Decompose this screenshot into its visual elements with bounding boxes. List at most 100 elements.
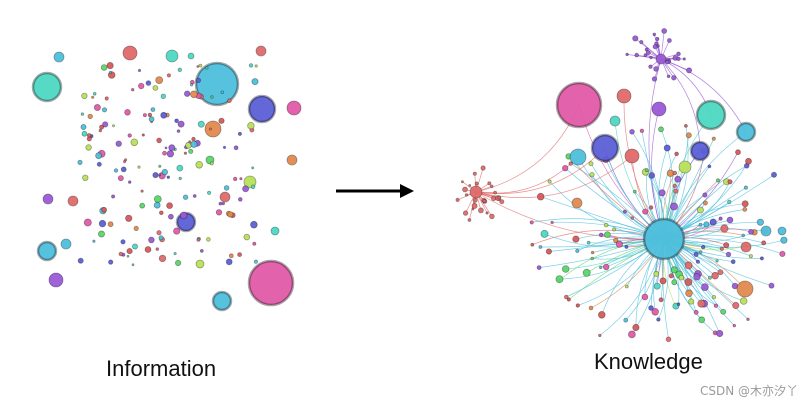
info-dot — [86, 133, 92, 138]
knowledge-dot — [732, 301, 740, 310]
knowledge-node — [624, 148, 640, 164]
info-dot — [190, 140, 198, 148]
knowledge-dot — [649, 55, 653, 60]
knowledge-dot — [480, 165, 486, 171]
knowledge-dot — [653, 66, 659, 72]
knowledge-dot — [462, 210, 469, 216]
info-dot — [144, 246, 152, 253]
info-dot — [166, 73, 171, 78]
knowledge-dot — [471, 207, 475, 211]
knowledge-edges — [457, 30, 784, 340]
knowledge-dot — [653, 282, 661, 290]
info-dot — [179, 211, 188, 220]
knowledge-dot — [768, 282, 775, 289]
knowledge-node — [571, 197, 583, 209]
info-dot — [118, 251, 124, 257]
knowledge-dot — [652, 44, 658, 50]
knowledge-dot — [748, 254, 753, 259]
info-dot — [108, 259, 114, 265]
info-dot — [178, 176, 182, 181]
knowledge-dot — [718, 216, 723, 221]
knowledge-node — [655, 53, 667, 65]
information-scatter — [31, 45, 302, 312]
knowledge-dot — [648, 64, 653, 69]
knowledge-dot — [575, 248, 580, 253]
info-node — [42, 193, 54, 205]
info-dot — [153, 201, 161, 209]
knowledge-dot — [599, 265, 603, 270]
info-dot — [195, 161, 204, 169]
info-dot — [227, 98, 232, 103]
knowledge-dot — [536, 192, 545, 201]
info-dot — [120, 239, 126, 245]
info-dot — [218, 117, 225, 124]
info-dot — [137, 82, 145, 90]
info-dot — [218, 201, 223, 206]
knowledge-dot — [780, 236, 788, 244]
knowledge-dot — [684, 124, 688, 128]
knowledge-dot — [715, 259, 719, 263]
info-dot — [153, 195, 162, 204]
info-node — [255, 45, 267, 57]
knowledge-dot — [659, 277, 667, 285]
info-dot — [140, 189, 144, 193]
knowledge-dot — [672, 183, 677, 188]
knowledge-edge — [475, 156, 579, 194]
knowledge-dot — [625, 52, 629, 57]
info-dot — [98, 128, 102, 133]
info-dot — [145, 80, 152, 86]
knowledge-dot — [693, 251, 699, 257]
knowledge-dot — [711, 271, 719, 280]
info-node — [211, 290, 233, 312]
knowledge-dot — [713, 303, 719, 308]
knowledge-dot — [474, 181, 479, 186]
knowledge-dot — [695, 259, 701, 264]
info-dot — [147, 112, 153, 118]
info-dot — [166, 202, 174, 210]
knowledge-dot — [730, 259, 736, 265]
knowledge-dot — [538, 245, 543, 249]
knowledge-dot — [696, 206, 704, 214]
info-dot — [127, 133, 132, 138]
info-dot — [239, 177, 243, 181]
info-node — [219, 191, 231, 203]
information-label: Information — [106, 356, 217, 381]
knowledge-dot — [726, 216, 734, 224]
info-dot — [238, 197, 243, 202]
info-node — [48, 272, 64, 288]
info-dot — [247, 121, 255, 130]
info-dot — [142, 113, 147, 118]
info-dot — [155, 247, 160, 251]
info-dot — [242, 185, 250, 193]
knowledge-dot — [547, 179, 552, 184]
knowledge-dot — [707, 164, 712, 169]
info-dot — [205, 66, 209, 70]
info-dot — [155, 76, 164, 84]
knowledge-dot — [771, 171, 778, 178]
info-node — [60, 238, 72, 250]
knowledge-node — [735, 121, 757, 143]
info-dot — [112, 124, 116, 128]
knowledge-dot — [682, 57, 686, 61]
knowledge-edge — [660, 58, 701, 152]
info-dot — [113, 168, 119, 173]
info-dot — [127, 180, 132, 184]
knowledge-dot — [471, 202, 478, 209]
info-dot — [104, 96, 109, 101]
info-dot — [158, 235, 164, 241]
knowledge-dot — [720, 224, 729, 233]
knowledge-dot — [698, 250, 703, 255]
info-dot — [183, 151, 187, 155]
knowledge-dot — [467, 218, 472, 222]
info-dot — [206, 237, 211, 242]
knowledge-dot — [634, 52, 639, 58]
knowledge-dot — [670, 266, 678, 274]
info-dot — [141, 133, 145, 137]
info-dot — [148, 236, 155, 244]
knowledge-dot — [739, 297, 748, 305]
info-dot — [222, 145, 227, 149]
knowledge-dot — [482, 199, 487, 204]
knowledge-dot — [735, 149, 741, 156]
knowledge-dot — [741, 233, 745, 238]
info-dot — [115, 140, 122, 147]
